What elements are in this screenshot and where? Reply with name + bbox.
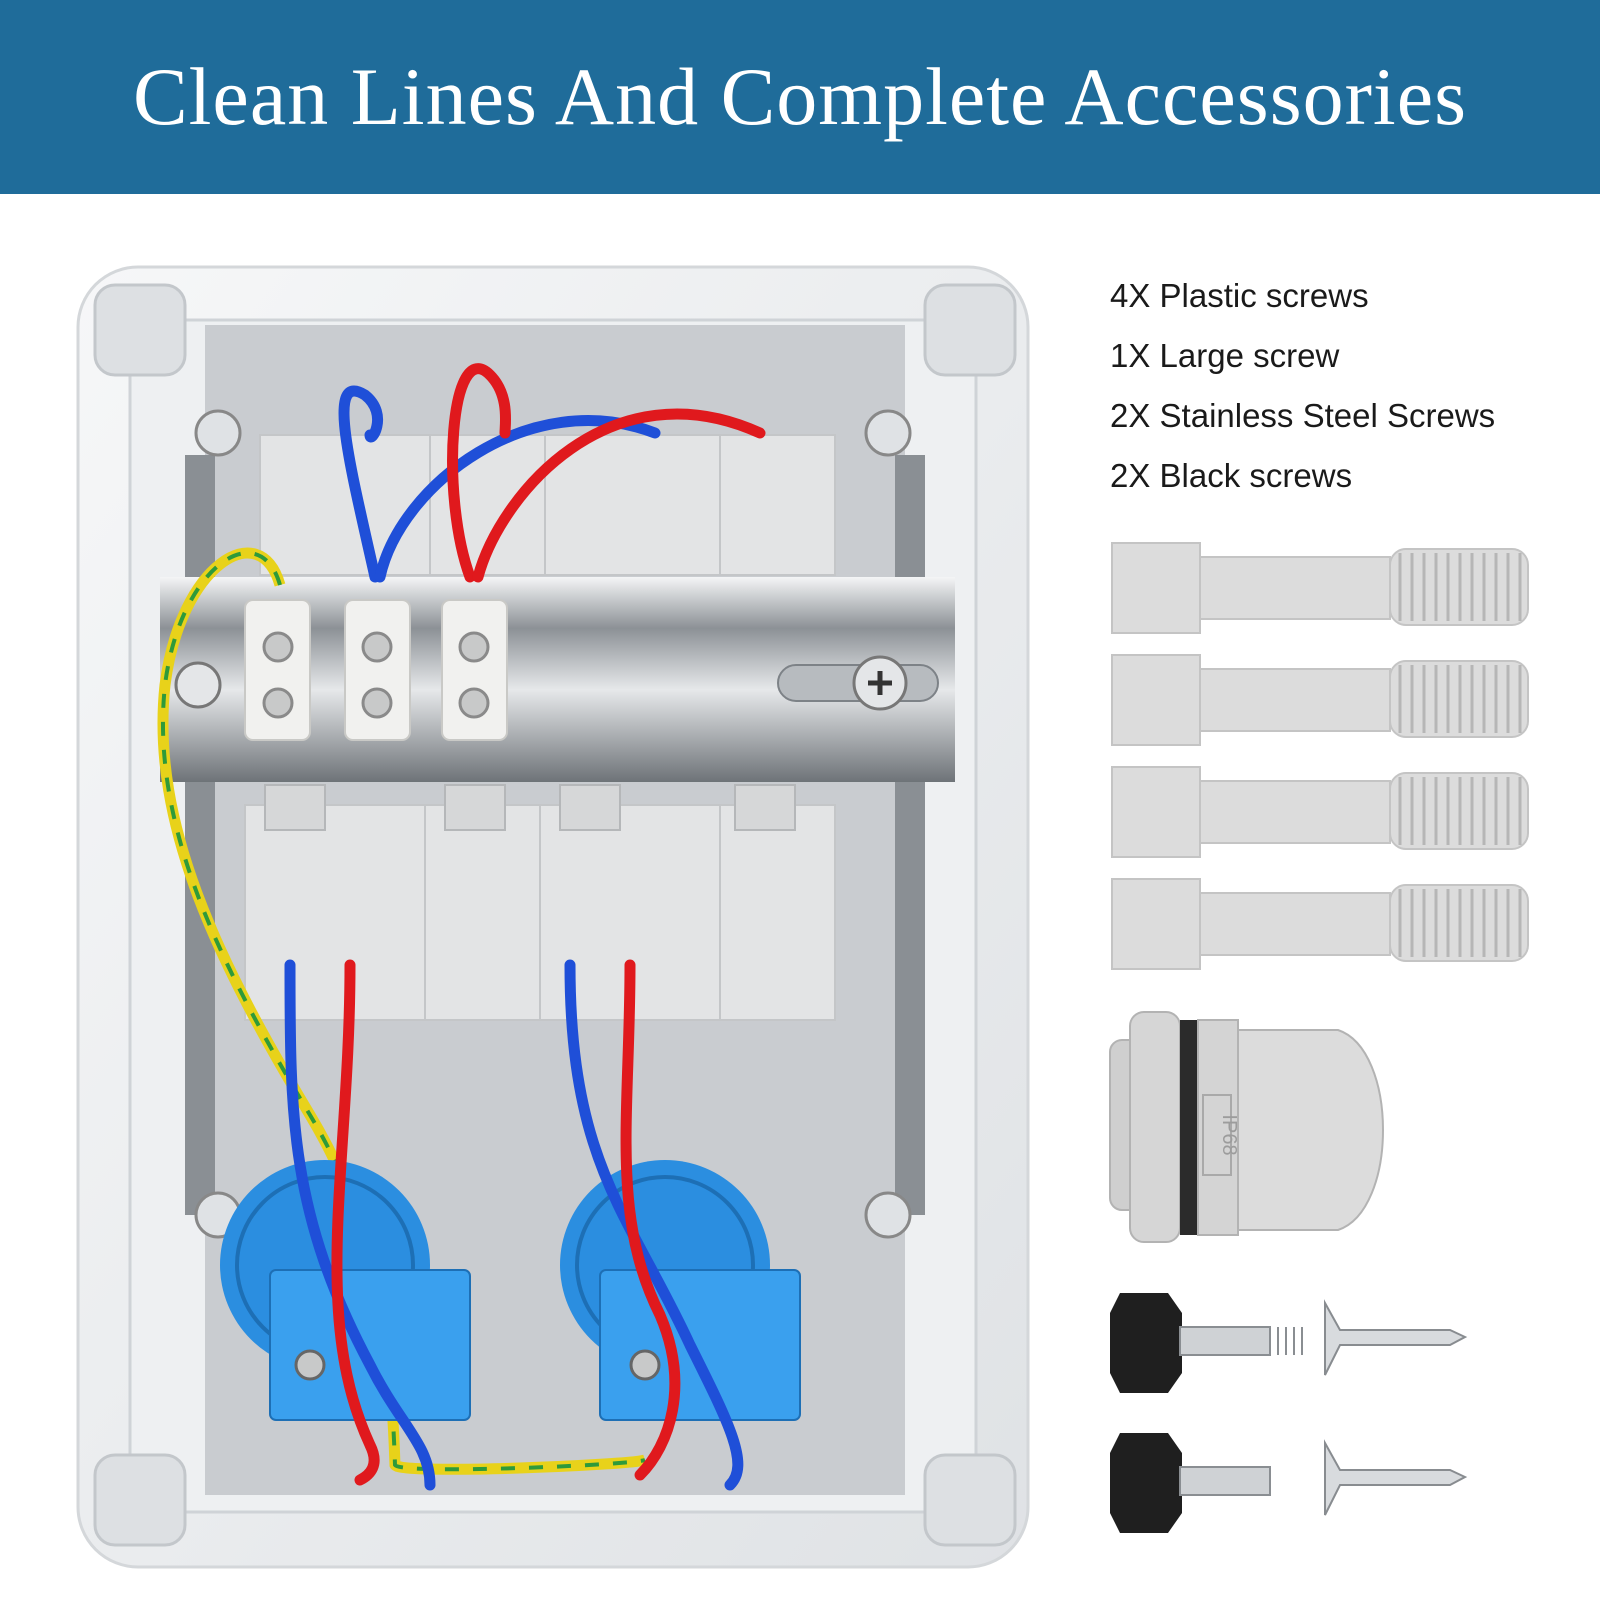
- socket-right: [560, 1160, 801, 1421]
- plastic-screws: [1111, 542, 1529, 970]
- terminal-blocks: [244, 599, 508, 741]
- cable-gland: IP68: [1109, 1011, 1384, 1243]
- mount-screws: [194, 409, 912, 1239]
- enclosure-illustration: [76, 265, 1030, 1569]
- accessory-list: 4X Plastic screws 1X Large screw 2X Stai…: [1110, 274, 1495, 514]
- plastic-screw: [1111, 542, 1529, 634]
- plastic-screw: [1111, 766, 1529, 858]
- plastic-screw: [1111, 878, 1529, 970]
- accessory-item: 4X Plastic screws: [1110, 277, 1369, 314]
- plastic-screw: [1111, 654, 1529, 746]
- socket-left: [220, 1160, 471, 1421]
- black-screw: [1110, 1293, 1303, 1393]
- accessory-item: 2X Black screws: [1110, 457, 1353, 494]
- page-title: Clean Lines And Complete Accessories: [132, 51, 1468, 142]
- black-and-steel-screws: [1110, 1293, 1468, 1533]
- black-screw: [1110, 1433, 1271, 1533]
- gland-marking: IP68: [1218, 1114, 1240, 1155]
- header-banner: Clean Lines And Complete Accessories: [0, 0, 1600, 194]
- bottom-breakers: [244, 804, 836, 1021]
- accessory-item: 1X Large screw: [1110, 337, 1340, 374]
- steel-screw: [1324, 1299, 1468, 1516]
- accessory-item: 2X Stainless Steel Screws: [1110, 397, 1496, 434]
